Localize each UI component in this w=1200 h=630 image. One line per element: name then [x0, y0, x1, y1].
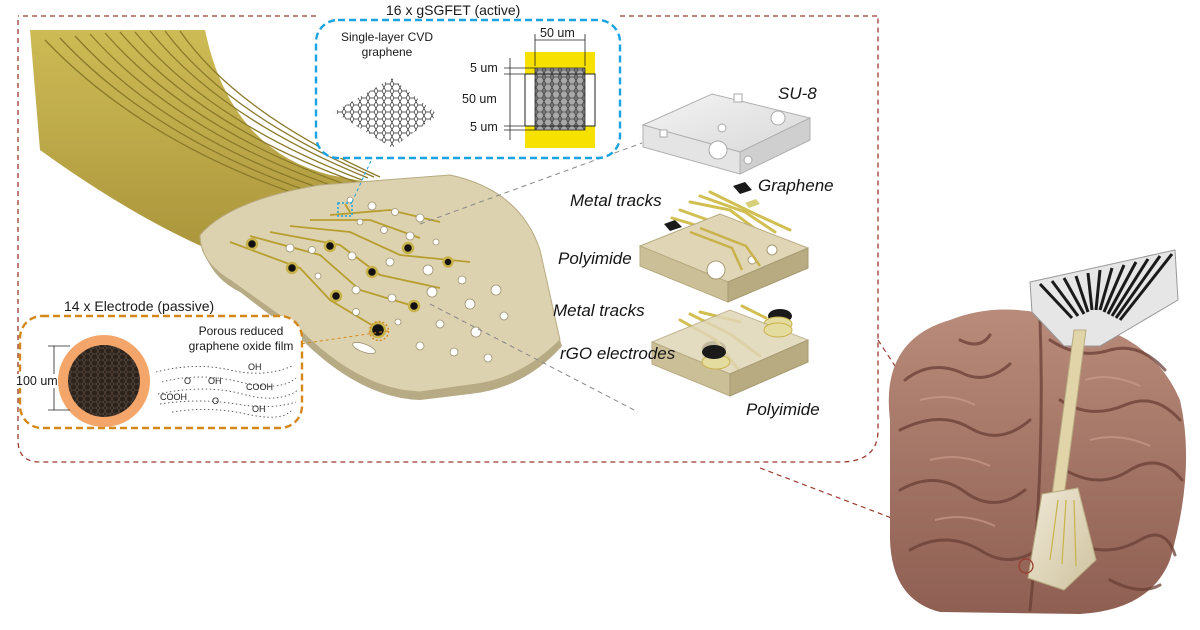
electrode-diameter-dim: 100 um: [16, 374, 58, 388]
chem-cooh-2: COOH: [160, 392, 187, 402]
contact-top-dim: 5 um: [470, 61, 498, 75]
graphene-label: Single-layer CVD graphene: [340, 30, 434, 59]
polyimide-upper: [638, 213, 810, 303]
brain-probe: [1018, 249, 1179, 591]
electrode-callout-title: 14 x Electrode (passive): [60, 298, 219, 314]
gsgfet-callout-box: [314, 18, 622, 160]
graphene-layer-label: Graphene: [758, 176, 834, 195]
polyimide-bottom-label: Polyimide: [746, 400, 820, 419]
rgo-electrodes-label: rGO electrodes: [560, 344, 676, 363]
su8-layer: [641, 93, 812, 175]
leader-lines: [299, 142, 643, 413]
chem-oh-1: OH: [248, 362, 262, 372]
rgo-film-label: Porous reduced graphene oxide film: [188, 324, 294, 353]
gsgfet-callout-title: 16 x gSGFET (active): [382, 2, 525, 18]
chem-cooh-1: COOH: [246, 382, 273, 392]
chem-oh-3: OH: [252, 404, 266, 414]
electrode-callout-box: [18, 314, 304, 430]
polyimide-lower: [650, 309, 810, 397]
metal-tracks-top-label: Metal tracks: [570, 191, 662, 210]
chem-o-1: O: [184, 376, 192, 386]
graphene-channel: [534, 67, 586, 131]
metal-tracks-bottom-label: Metal tracks: [553, 301, 645, 320]
channel-length-dim: 50 um: [462, 92, 497, 106]
polyimide-top-label: Polyimide: [558, 249, 632, 268]
graphene-lattice: [334, 78, 438, 148]
exploded-stack: [638, 93, 812, 397]
chem-oh-2: OH: [208, 376, 222, 386]
channel-width-dim: 50 um: [540, 26, 575, 40]
chem-o-2: O: [212, 396, 220, 406]
contact-bottom-dim: 5 um: [470, 120, 498, 134]
rgo-disc: [68, 345, 140, 417]
brain: [888, 309, 1187, 614]
su8-label: SU-8: [778, 84, 817, 103]
probe-device: [199, 174, 562, 400]
